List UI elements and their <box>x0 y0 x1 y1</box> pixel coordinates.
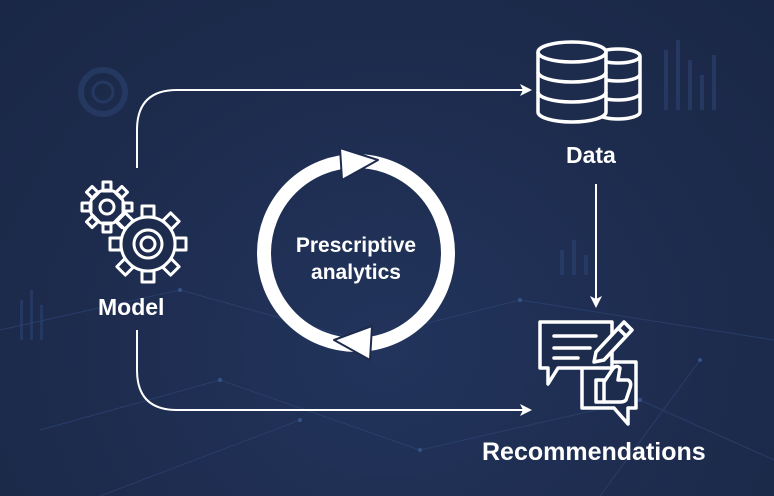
cycle-arrows-icon <box>257 147 455 361</box>
database-icon <box>536 40 642 124</box>
center-label: Prescriptive analytics <box>268 232 444 286</box>
data-label: Data <box>566 142 616 168</box>
connector-model-to-data <box>136 84 532 168</box>
chat-thumbs-up-icon <box>538 320 638 426</box>
recommendations-label: Recommendations <box>482 438 706 466</box>
model-label: Model <box>98 294 165 320</box>
center-label-line1: Prescriptive <box>295 234 417 257</box>
gears-icon <box>80 180 188 284</box>
connector-model-to-recommendations <box>136 330 532 416</box>
center-label-line2: analytics <box>311 261 401 284</box>
